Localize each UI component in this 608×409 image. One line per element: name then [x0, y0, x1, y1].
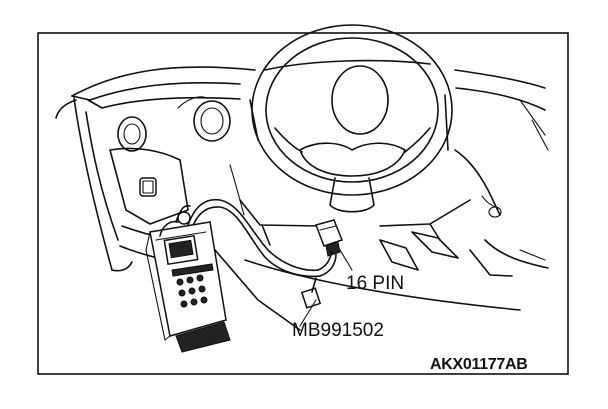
- air-vents: [117, 96, 231, 152]
- scan-tool-keypad: [171, 263, 214, 308]
- steering-column: [239, 149, 502, 246]
- steering-wheel: [251, 24, 453, 213]
- leader-lines: [299, 249, 353, 327]
- scan-tool-cable: [175, 198, 337, 309]
- figure-border: [37, 32, 569, 375]
- floor-area: [214, 231, 549, 331]
- connector-label: 16 PIN: [346, 273, 405, 294]
- diagnostic-connector: [315, 219, 343, 257]
- figure-code-label: AKX01177AB: [430, 356, 528, 373]
- left-panel: [55, 97, 133, 272]
- tool-part-number-label: MB991502: [292, 320, 384, 341]
- instrument-cluster: [249, 59, 449, 151]
- dashboard-outline: [71, 66, 549, 151]
- scan-tool-device: [145, 211, 231, 353]
